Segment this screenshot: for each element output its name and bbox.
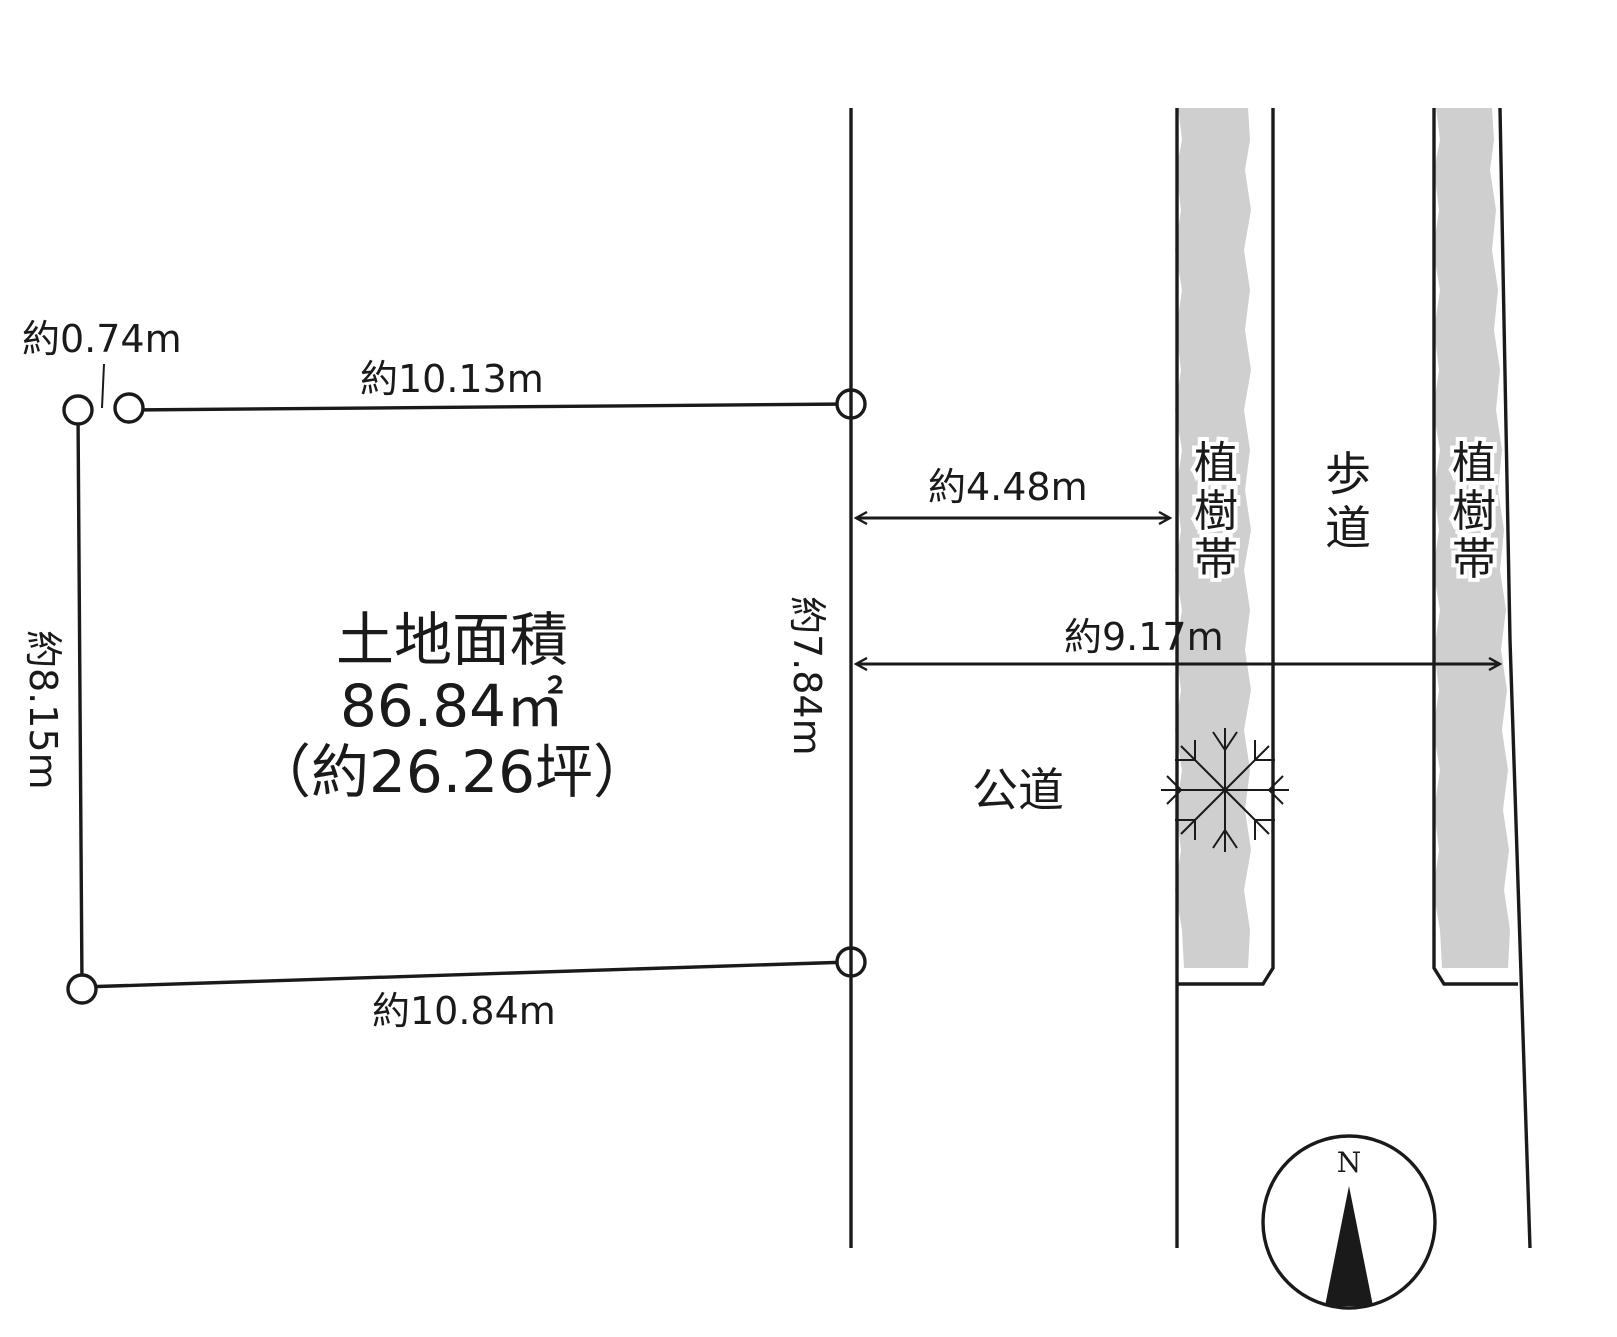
compass-north-label: N — [1337, 1146, 1362, 1179]
planting-left-char: 帯 — [1194, 534, 1238, 585]
lot-bottom-edge — [81, 960, 851, 989]
lot-top-edge — [127, 402, 851, 412]
planting-right-char: 帯 — [1452, 534, 1496, 585]
property-lot — [76, 363, 851, 989]
planting-left-char: 樹 — [1194, 486, 1238, 537]
lot-left-edge — [76, 411, 84, 988]
boundary-marker — [66, 973, 98, 1005]
boundary-marker — [62, 394, 94, 426]
planting-right-char: 樹 — [1452, 486, 1496, 537]
right-edge-dimension-label: 約7.84m — [785, 596, 829, 756]
area-title: 土地面積 — [336, 606, 568, 674]
compass: N — [1261, 1134, 1437, 1310]
boundary-marker — [113, 392, 145, 424]
planting-right-edge — [1432, 108, 1518, 986]
offset-dimension-label: 約0.74m — [22, 317, 182, 361]
public-road-label: 公道 — [972, 763, 1064, 817]
planting-strip-right-label: 植 樹 帯 — [1448, 434, 1500, 589]
sidewalk-char: 歩 — [1325, 447, 1371, 501]
sidewalk-distance-label: 約9.17m — [1064, 615, 1224, 659]
left-edge-dimension-label: 約8.15m — [21, 630, 65, 790]
top-edge-dimension-label: 約10.13m — [360, 357, 544, 401]
planting-left-char: 植 — [1194, 438, 1238, 489]
sidewalk-char: 道 — [1325, 501, 1371, 555]
dimension-arrows — [856, 518, 1500, 664]
bottom-edge-dimension-label: 約10.84m — [372, 989, 556, 1033]
area-sqm: 86.84㎡ — [340, 672, 564, 740]
offset-leader — [101, 363, 105, 409]
planting-distance-label: 約4.48m — [928, 465, 1088, 509]
planting-left-edge — [1177, 108, 1275, 986]
planting-right-char: 植 — [1452, 438, 1496, 489]
tree-icon — [1161, 728, 1289, 852]
sidewalk-outer-edge — [1498, 107, 1532, 1249]
planting-strip-left-label: 植 樹 帯 — [1190, 434, 1242, 589]
area-tsubo: （約26.26坪） — [253, 738, 651, 806]
road-lines — [849, 107, 1532, 1249]
planting-strip-right — [1433, 108, 1510, 968]
north-arrow-icon — [1325, 1186, 1373, 1306]
sidewalk-label: 歩 道 — [1325, 447, 1371, 555]
